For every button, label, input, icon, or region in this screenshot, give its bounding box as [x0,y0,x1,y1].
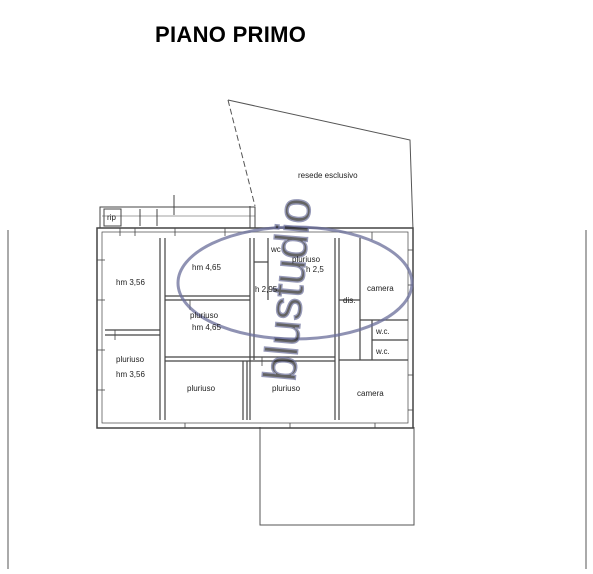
label-wc-2: w.c. [375,347,390,356]
label-resede: resede esclusivo [298,171,358,180]
label-wc-1: w.c. [375,327,390,336]
label-pluriuso-left: pluriuso [116,355,145,364]
label-camera-bottom: camera [357,389,384,398]
label-pluriuso-top-right: pluriuso [292,255,321,264]
openings [97,228,413,428]
property-boundary [7,99,587,569]
label-pluriuso-bottom-2: pluriuso [272,384,301,393]
label-camera-top: camera [367,284,394,293]
label-hm-center-top: hm 4,65 [192,263,221,272]
label-hm-left-bottom: hm 3,56 [116,370,145,379]
label-rip: rip [107,213,116,222]
label-pluriuso-center: pluriuso [190,311,219,320]
plan-title: PIANO PRIMO [155,22,307,47]
top-strip [99,195,256,229]
label-wc-top: wc [270,245,281,254]
label-h-top-right: h 2,5 [306,265,324,274]
watermark-ellipse [176,225,414,341]
interior-walls [105,238,408,420]
label-hm-center-mid: hm 4,65 [192,323,221,332]
label-dis: dis. [343,296,355,305]
label-pluriuso-bottom-1: pluriuso [187,384,216,393]
label-hm-left-top: hm 3,56 [116,278,145,287]
label-h-center: h 2,95 [255,285,278,294]
